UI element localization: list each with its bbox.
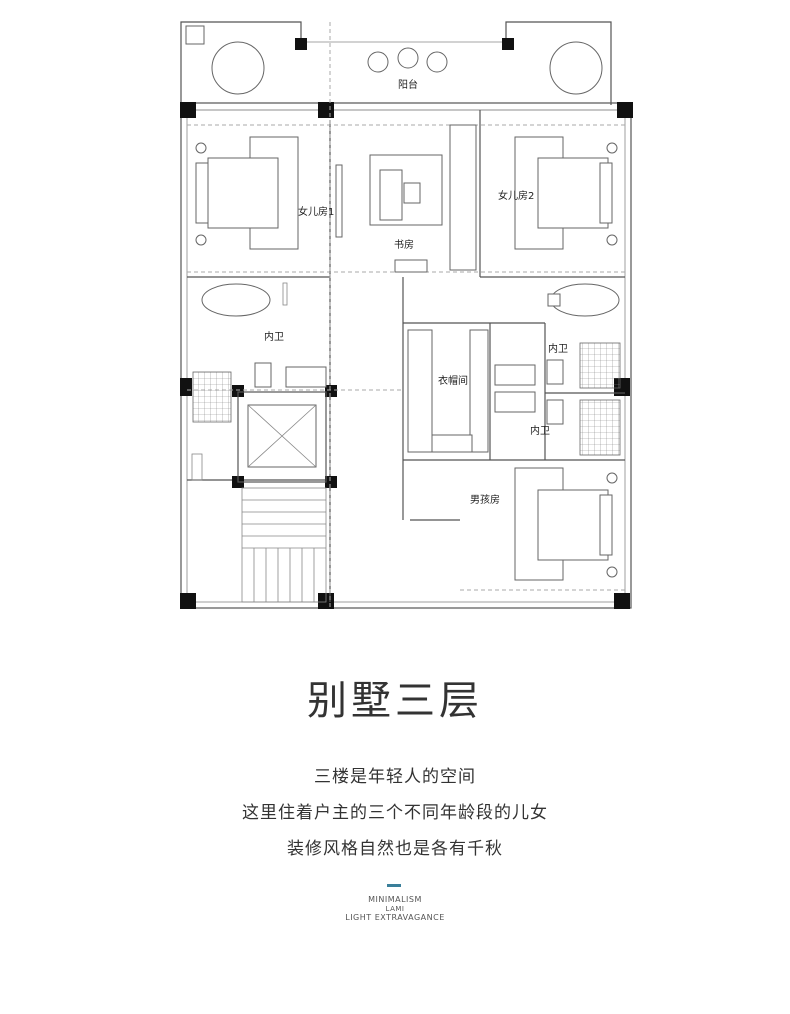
footer-line-1: MINIMALISM xyxy=(368,895,422,904)
daughter-room-1: 女儿房1 xyxy=(195,136,343,250)
balcony-area xyxy=(180,21,621,111)
room-label-bath-left: 内卫 xyxy=(264,330,284,343)
room-label-bath-right-1: 内卫 xyxy=(548,342,568,355)
balcony-table xyxy=(397,47,419,69)
balcony-chair xyxy=(367,51,389,73)
headboard xyxy=(599,494,613,556)
balcony-chair xyxy=(426,51,448,73)
lounge-chair-left xyxy=(211,41,265,95)
vanity xyxy=(285,366,327,388)
shower-floor xyxy=(192,371,232,423)
wall-cabinet xyxy=(335,164,343,238)
room-label-study: 书房 xyxy=(394,238,414,251)
wardrobe-left xyxy=(407,329,433,453)
toilet xyxy=(546,359,564,385)
headboard xyxy=(195,162,209,224)
study: 书房 xyxy=(369,124,477,273)
closet: 衣帽间 xyxy=(407,329,489,453)
room-label-boy: 男孩房 xyxy=(470,493,500,506)
bathroom-right: 内卫 内卫 xyxy=(494,283,621,456)
footer-line-2: LAMI xyxy=(385,905,405,913)
room-label-balcony: 阳台 xyxy=(398,78,418,91)
shower-floor xyxy=(579,342,621,389)
bathroom-left: 内卫 xyxy=(191,282,327,481)
bookshelf xyxy=(449,124,477,271)
bathtub xyxy=(201,283,271,317)
page-title: 别墅三层 xyxy=(307,678,483,724)
nightstand xyxy=(606,472,618,484)
nightstand xyxy=(195,234,207,246)
description-line-1: 三楼是年轻人的空间 xyxy=(314,767,476,787)
shower-floor xyxy=(579,399,621,456)
nightstand xyxy=(195,142,207,154)
nightstand xyxy=(606,142,618,154)
room-label-daughter-2: 女儿房2 xyxy=(498,189,534,202)
footer-line-3: LIGHT EXTRAVAGANCE xyxy=(345,913,445,922)
toilet xyxy=(546,399,564,425)
vanity xyxy=(494,391,536,413)
bed xyxy=(207,157,279,229)
toilet xyxy=(254,362,272,388)
lounge-chair-right xyxy=(549,41,603,95)
wardrobe-bottom xyxy=(431,434,473,453)
wardrobe-right xyxy=(469,329,489,453)
balcony-fixture xyxy=(185,25,205,45)
bed xyxy=(537,157,609,229)
sideboard xyxy=(394,259,428,273)
chair xyxy=(403,182,421,204)
vanity xyxy=(494,364,536,386)
nightstand xyxy=(606,234,618,246)
stairwell xyxy=(237,391,327,603)
description-line-2: 这里住着户主的三个不同年龄段的儿女 xyxy=(242,803,548,823)
bathtub xyxy=(550,283,620,317)
room-label-daughter-1: 女儿房1 xyxy=(298,205,334,218)
bed xyxy=(537,489,609,561)
daughter-room-2: 女儿房2 xyxy=(498,136,618,250)
headboard xyxy=(599,162,613,224)
room-label-closet: 衣帽间 xyxy=(438,374,468,387)
room-label-bath-right-2: 内卫 xyxy=(530,424,550,437)
accent-bar xyxy=(387,884,401,887)
stair-steps xyxy=(242,499,326,602)
floor-plan: 女儿房1 书房 女儿房2 内卫 xyxy=(180,21,633,609)
desk xyxy=(379,169,403,221)
boy-room: 男孩房 xyxy=(470,467,618,581)
basin xyxy=(547,293,561,307)
description-line-3: 装修风格自然也是各有千秋 xyxy=(287,839,503,859)
nightstand xyxy=(606,566,618,578)
